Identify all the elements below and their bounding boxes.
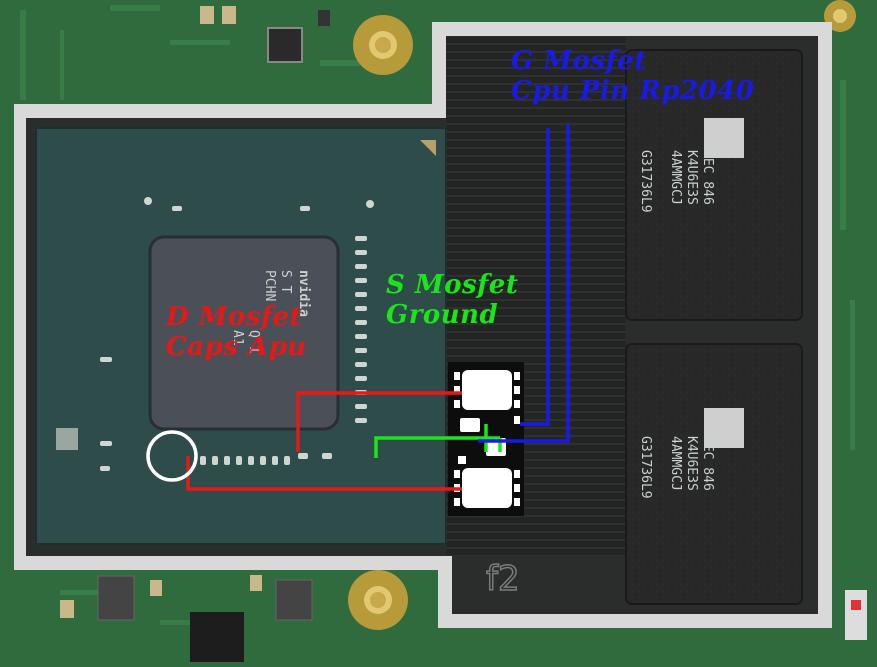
drain-wire-lower — [186, 456, 462, 491]
source-label-line2: Ground — [386, 300, 499, 330]
ram-chip-bottom: SEC 846 K4U6E3S 4AMMGCJ G31736L9 — [625, 343, 803, 605]
wires — [186, 124, 570, 491]
svg-text:nvidia: nvidia — [296, 270, 311, 317]
source-label-line1: S Mosfet — [386, 270, 519, 300]
pcb-components — [60, 6, 867, 662]
svg-text:G31736L9: G31736L9 — [638, 436, 653, 499]
pcb-traces — [20, 5, 855, 625]
source-label: S Mosfet Ground — [386, 270, 518, 330]
gate-wire-2 — [478, 124, 570, 443]
svg-text:K4U6E3S: K4U6E3S — [684, 436, 699, 491]
gpu-pads — [56, 197, 374, 471]
source-wire — [374, 424, 502, 458]
drain-label-line1: D Mosfet — [166, 302, 303, 332]
drain-label-line2: Caps Apu — [166, 332, 307, 362]
svg-text:4AMMGCJ: 4AMMGCJ — [668, 150, 683, 205]
svg-text:A1: A1 — [230, 330, 245, 346]
ram-chip-top: SEC 846 K4U6E3S 4AMMGCJ G31736L9 — [625, 49, 803, 321]
svg-text:Q 1: Q 1 — [246, 330, 261, 353]
svg-text:K4U6E3S: K4U6E3S — [684, 150, 699, 205]
drain-wire-upper — [296, 391, 462, 452]
gate-wire-1 — [520, 128, 550, 426]
svg-text:G31736L9: G31736L9 — [638, 150, 653, 213]
gate-label-line2: Cpu Pin Rp2040 — [511, 76, 755, 106]
pin1-marker — [420, 140, 436, 156]
svg-text:SEC 846: SEC 846 — [700, 150, 715, 205]
gpu-die — [148, 235, 340, 431]
mounting-holes — [348, 0, 856, 630]
svg-text:S T: S T — [278, 270, 293, 294]
svg-text:SEC 846: SEC 846 — [700, 436, 715, 491]
drain-label: D Mosfet Caps Apu — [166, 302, 307, 362]
board-mark: f2 — [486, 559, 520, 599]
gate-label-line1: G Mosfet — [511, 46, 647, 76]
gpu-die-text: nvidia S T PCHN Q 1 A1 — [230, 270, 311, 353]
circled-pin-marker — [146, 430, 198, 482]
gate-label: G Mosfet Cpu Pin Rp2040 — [511, 46, 754, 106]
svg-text:PCHN: PCHN — [262, 270, 277, 301]
svg-text:4AMMGCJ: 4AMMGCJ — [668, 436, 683, 491]
